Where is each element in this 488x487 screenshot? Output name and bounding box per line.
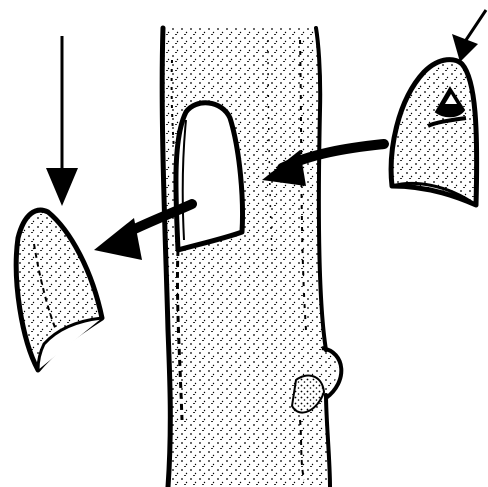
bud-cut-on-stem [176,103,243,250]
arrow-diagonal-icon [452,10,486,62]
stem [162,28,341,487]
bud-shield-left [16,210,102,370]
bud-shield-right [391,60,477,205]
arrow-down-icon [46,36,78,206]
